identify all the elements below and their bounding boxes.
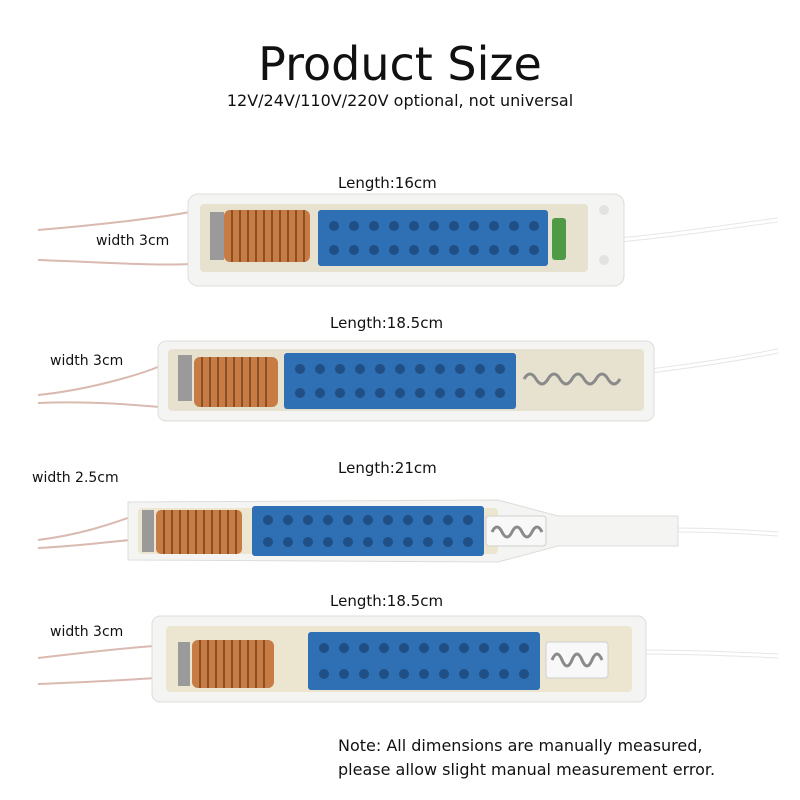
product-3-length: Length:21cm: [338, 459, 437, 477]
note-line-2: please allow slight manual measurement e…: [338, 760, 716, 779]
product-2-width: width 3cm: [50, 353, 124, 369]
voltage-subtitle: 12V/24V/110V/220V optional, not universa…: [226, 91, 574, 110]
product-1-width: width 3cm: [96, 233, 170, 249]
product-4-width: width 3cm: [50, 624, 124, 640]
product-2-length: Length:18.5cm: [330, 314, 444, 332]
product-4-length: Length:18.5cm: [330, 592, 444, 610]
page-title: Product Size: [258, 37, 542, 91]
product-3-width: width 2.5cm: [32, 470, 119, 486]
product-2-image: [37, 340, 779, 422]
note-line-1: Note: All dimensions are manually measur…: [338, 736, 703, 755]
measurement-note: Note: All dimensions are manually measur…: [338, 734, 788, 782]
product-4-image: [37, 615, 779, 703]
product-1-length: Length:16cm: [338, 174, 437, 192]
product-1-image: [37, 193, 779, 287]
product-3-image: [37, 499, 779, 563]
